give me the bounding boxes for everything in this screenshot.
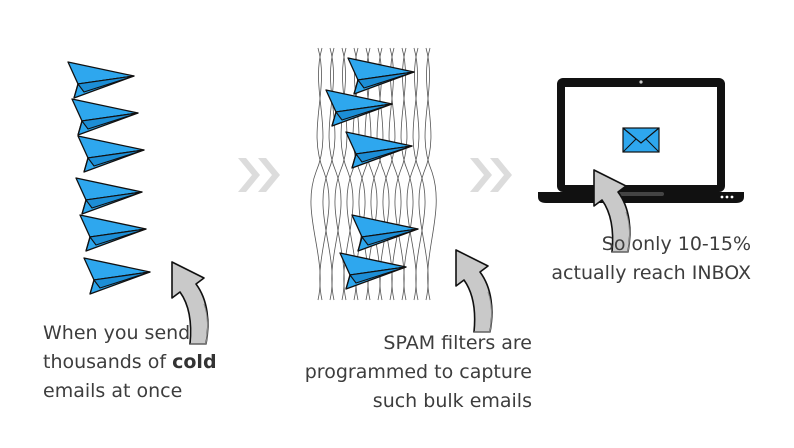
paper-plane-icon bbox=[339, 252, 407, 290]
paper-plane-icon bbox=[75, 177, 143, 215]
stage-1-line-1: When you send bbox=[43, 322, 191, 344]
stage-1-caption: When you send thousands of cold emails a… bbox=[43, 319, 263, 406]
stage-2-line-1: SPAM filters are bbox=[383, 332, 532, 354]
double-chevron-right-icon bbox=[238, 158, 280, 192]
stage-1-line-2-text: thousands of bbox=[43, 351, 173, 373]
stage-3-line-1: So only 10-15% bbox=[601, 233, 751, 255]
curved-arrow-icon bbox=[455, 249, 493, 333]
envelope-icon bbox=[622, 127, 660, 153]
double-chevron-right-icon bbox=[470, 158, 512, 192]
stage-1-line-2: thousands of cold bbox=[43, 348, 263, 377]
paper-plane-icon bbox=[71, 98, 139, 136]
stage-2-caption: SPAM filters are programmed to capture s… bbox=[290, 329, 532, 416]
paper-plane-icon bbox=[67, 61, 135, 99]
stage-1-bold-word: cold bbox=[172, 351, 217, 373]
stage-3-line-2: actually reach INBOX bbox=[551, 262, 751, 284]
paper-plane-icon bbox=[83, 257, 151, 295]
paper-plane-icon bbox=[79, 214, 147, 252]
stage-1-line-3: emails at once bbox=[43, 380, 183, 402]
stage-2-line-2: programmed to capture bbox=[304, 361, 532, 383]
paper-plane-icon bbox=[77, 135, 145, 173]
stage-3-caption: So only 10-15% actually reach INBOX bbox=[540, 230, 751, 288]
plane-stack-left bbox=[67, 61, 151, 295]
stage-2-line-3: such bulk emails bbox=[372, 390, 532, 412]
